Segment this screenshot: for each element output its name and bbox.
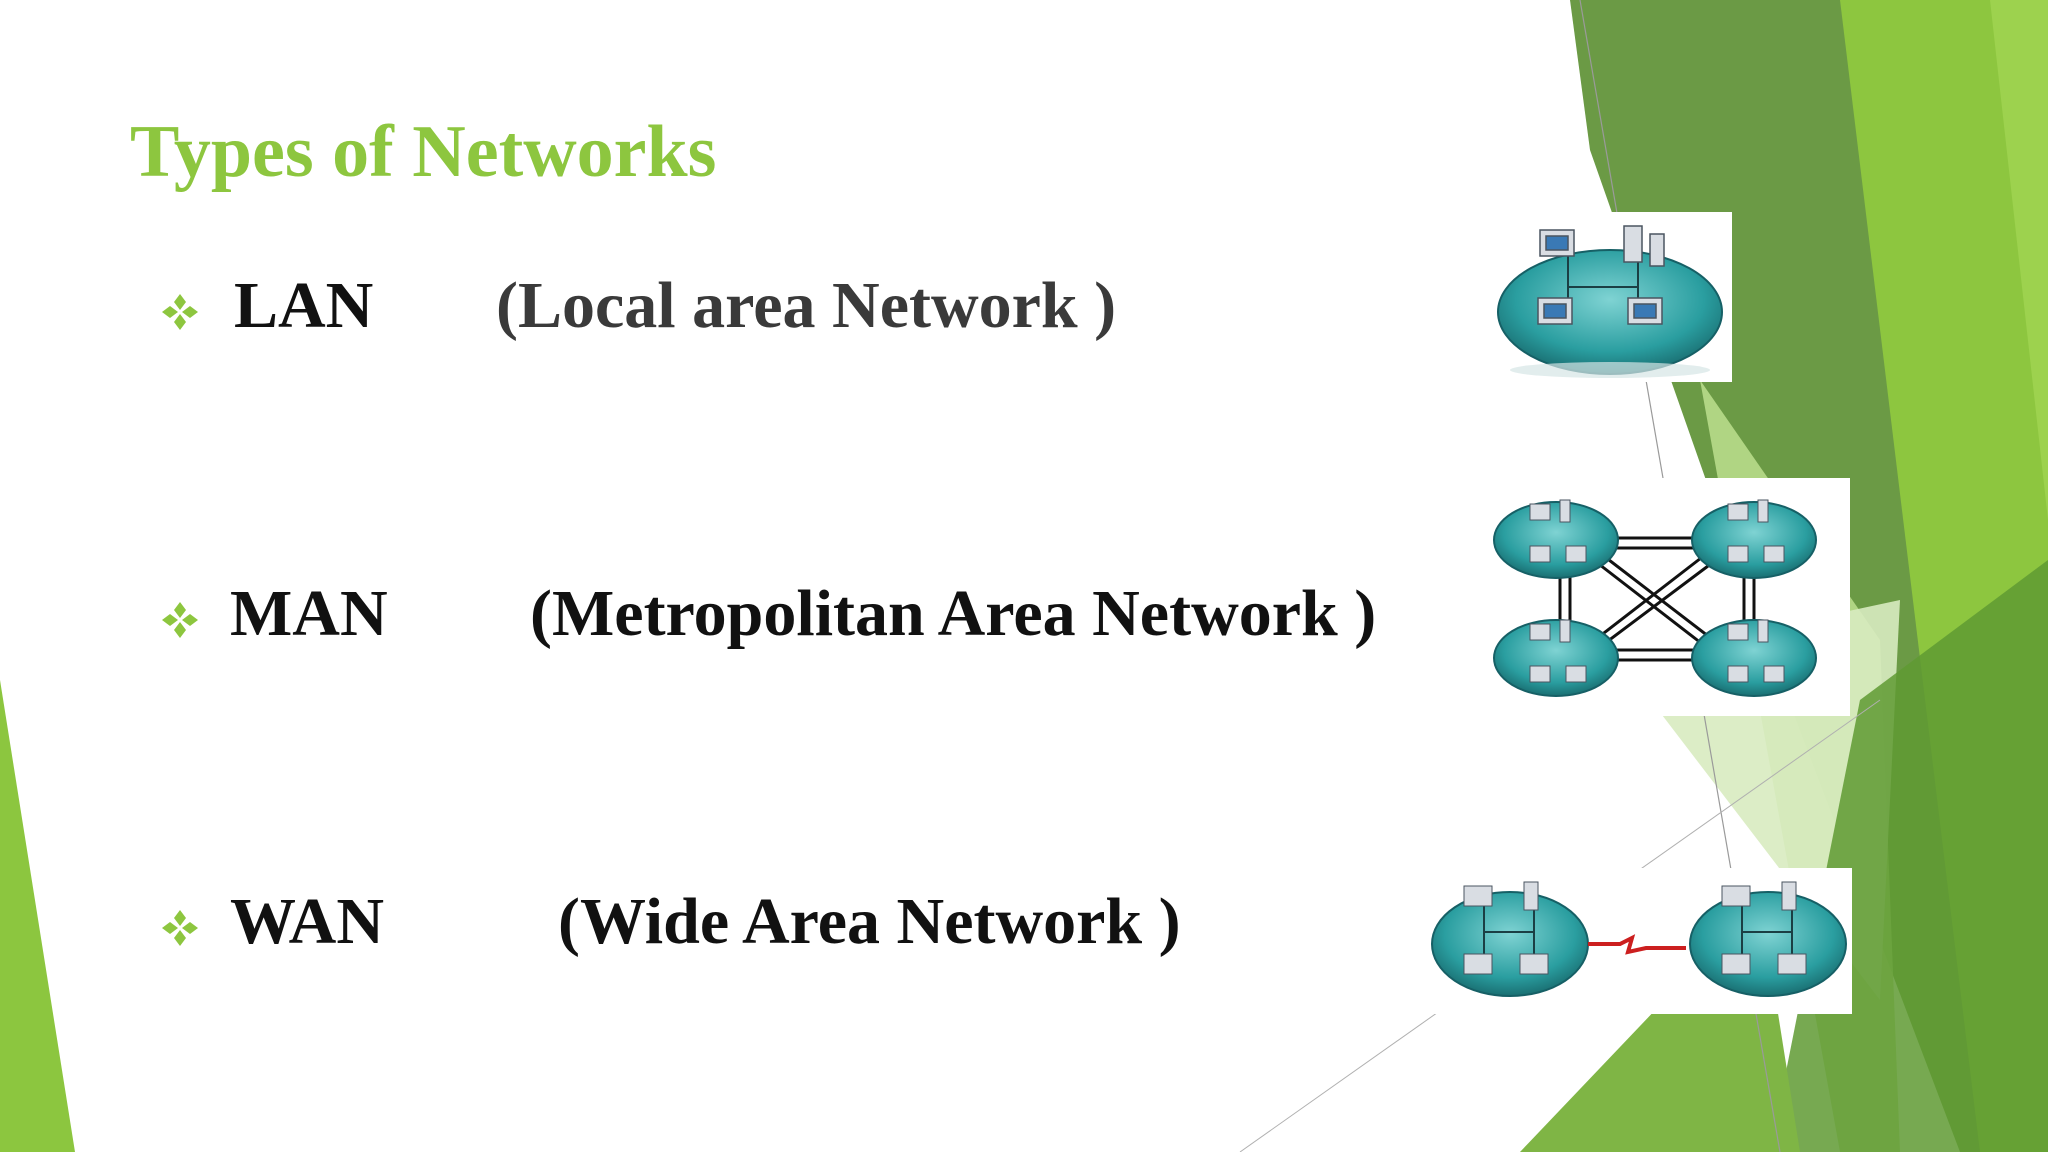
slide-title: Types of Networks [130, 111, 717, 193]
four-diamond-bullet-icon [162, 602, 198, 638]
four-diamond-bullet-icon [162, 910, 198, 946]
network-abbr: WAN [230, 885, 385, 958]
right-facet-edge [1990, 0, 2048, 520]
network-abbr: LAN [234, 269, 374, 342]
man-network-icon [1486, 478, 1850, 716]
network-full-name: (Metropolitan Area Network ) [530, 577, 1377, 650]
network-full-name: (Local area Network ) [496, 269, 1117, 342]
four-diamond-bullet-icon [162, 294, 198, 330]
wan-link [1588, 934, 1686, 955]
lan-network-icon [1488, 212, 1732, 382]
wan-network-icon [1424, 868, 1852, 1014]
left-accent-shape [0, 680, 75, 1152]
network-abbr: MAN [230, 577, 388, 650]
network-full-name: (Wide Area Network ) [558, 885, 1181, 958]
